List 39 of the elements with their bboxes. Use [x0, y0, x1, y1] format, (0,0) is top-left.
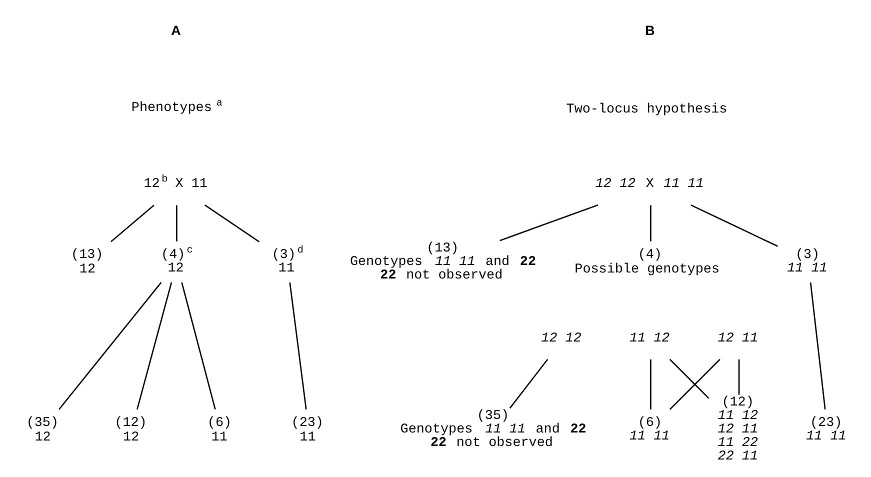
connector [650, 205, 652, 242]
connector [289, 282, 307, 410]
node-text: (13) Genotypes 11 11 and 22 22 not observed [350, 241, 536, 284]
node-text: 12 12 X 11 11 [595, 177, 704, 192]
connector [181, 282, 216, 410]
node-text: (23) 11 11 [806, 416, 846, 444]
node-text: (6) 11 [207, 416, 232, 446]
connector [176, 205, 178, 242]
node-text: 11 12 [629, 331, 670, 346]
connector [810, 282, 826, 410]
node-text: 12 12 [541, 331, 582, 346]
node-text: (13) 12 [71, 248, 104, 278]
connector [204, 204, 260, 242]
label: A [171, 23, 181, 38]
label: Two-locus hypothesis [566, 102, 728, 118]
node-text: (35) 12 [26, 416, 59, 446]
connector [500, 204, 598, 242]
node-text: (23) 11 [291, 416, 324, 446]
label: B [645, 23, 655, 38]
node-text: (12) 11 12 12 11 11 22 22 11 [718, 396, 758, 464]
node-text: (6) 11 11 [629, 416, 670, 444]
connector [669, 358, 710, 399]
connector [690, 204, 778, 247]
node-text: (3)$^{d}$ 11 [272, 246, 304, 277]
node-text: (3) 11 11 [787, 248, 828, 277]
node-text: (35) Genotypes 11 11 and 22 22 not observed [400, 409, 586, 451]
node-text: 12 11 [718, 331, 758, 346]
node-text: (4)$^{c}$ 12 [161, 246, 193, 277]
label: Phenotypes$^{a}$ [131, 98, 222, 116]
node-text: 12$^{b}$ X 11 [144, 174, 208, 192]
node-text: (12) 12 [114, 416, 147, 446]
connector [110, 204, 154, 242]
connector [650, 359, 652, 410]
connector [58, 282, 162, 410]
connector [509, 358, 548, 409]
connector [669, 358, 720, 410]
node-text: (4) Possible genotypes [574, 248, 720, 278]
connector [136, 282, 172, 410]
connector [738, 359, 740, 395]
